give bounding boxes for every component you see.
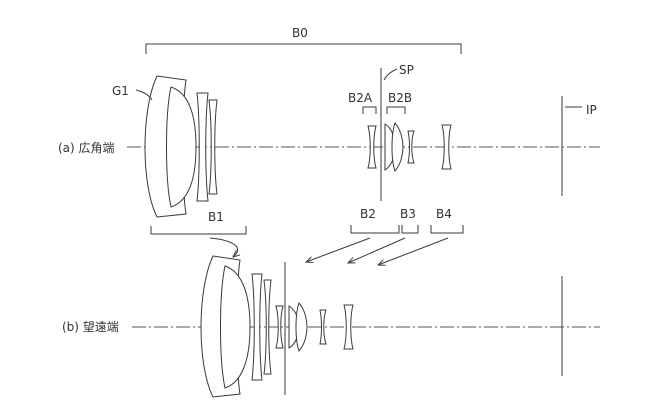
b3-label: B3 bbox=[400, 207, 416, 221]
telephoto-label: (b) 望遠端 bbox=[62, 320, 119, 334]
b2a-lens-tele bbox=[275, 305, 284, 349]
g1-leader bbox=[135, 89, 153, 101]
g1-lens-group-tele bbox=[200, 255, 272, 398]
b0-label: B0 bbox=[292, 26, 308, 40]
b2a-lens bbox=[367, 125, 377, 169]
b2-lens-group-wide bbox=[367, 122, 404, 172]
g1-third-lens-tele bbox=[263, 279, 272, 375]
g1-inner-lens-tele bbox=[220, 265, 251, 389]
b2b-label: B2B bbox=[388, 91, 412, 105]
b2-bracket bbox=[350, 225, 400, 234]
b3-lens-wide bbox=[407, 130, 415, 164]
b4-lens-tele bbox=[343, 304, 354, 350]
b4-lens-wide bbox=[441, 124, 452, 170]
ip-label: IP bbox=[586, 103, 597, 117]
g1-third-lens bbox=[208, 99, 218, 195]
sp-label: SP bbox=[399, 63, 414, 77]
b2b-rear-lens-tele bbox=[295, 302, 308, 352]
b2-lens-group-tele bbox=[275, 302, 308, 352]
b1-label: B1 bbox=[208, 210, 224, 224]
b3-lens-tele bbox=[319, 309, 327, 345]
b4-movement-arrow bbox=[378, 237, 449, 265]
g1-second-lens-tele bbox=[251, 273, 263, 381]
b0-bracket bbox=[145, 43, 462, 54]
b4-label: B4 bbox=[436, 207, 452, 221]
sp-leader bbox=[383, 68, 398, 81]
g1-second-lens bbox=[196, 92, 209, 202]
b2a-bracket bbox=[362, 106, 377, 114]
b1-movement-arrow bbox=[209, 237, 238, 257]
b2a-label: B2A bbox=[348, 91, 373, 105]
b4-bracket bbox=[430, 225, 464, 234]
b2b-bracket bbox=[386, 106, 406, 114]
b2-movement-arrow bbox=[306, 237, 371, 262]
wide-angle-label: (a) 広角端 bbox=[58, 141, 115, 155]
b3-movement-arrow bbox=[348, 237, 406, 263]
g1-lens-group-wide bbox=[144, 75, 218, 218]
b2b-rear-lens bbox=[391, 122, 404, 172]
b2-label: B2 bbox=[360, 207, 376, 221]
g1-inner-lens bbox=[166, 86, 197, 208]
g1-label: G1 bbox=[112, 84, 129, 98]
b1-bracket bbox=[150, 226, 247, 235]
b3-bracket bbox=[401, 225, 419, 234]
